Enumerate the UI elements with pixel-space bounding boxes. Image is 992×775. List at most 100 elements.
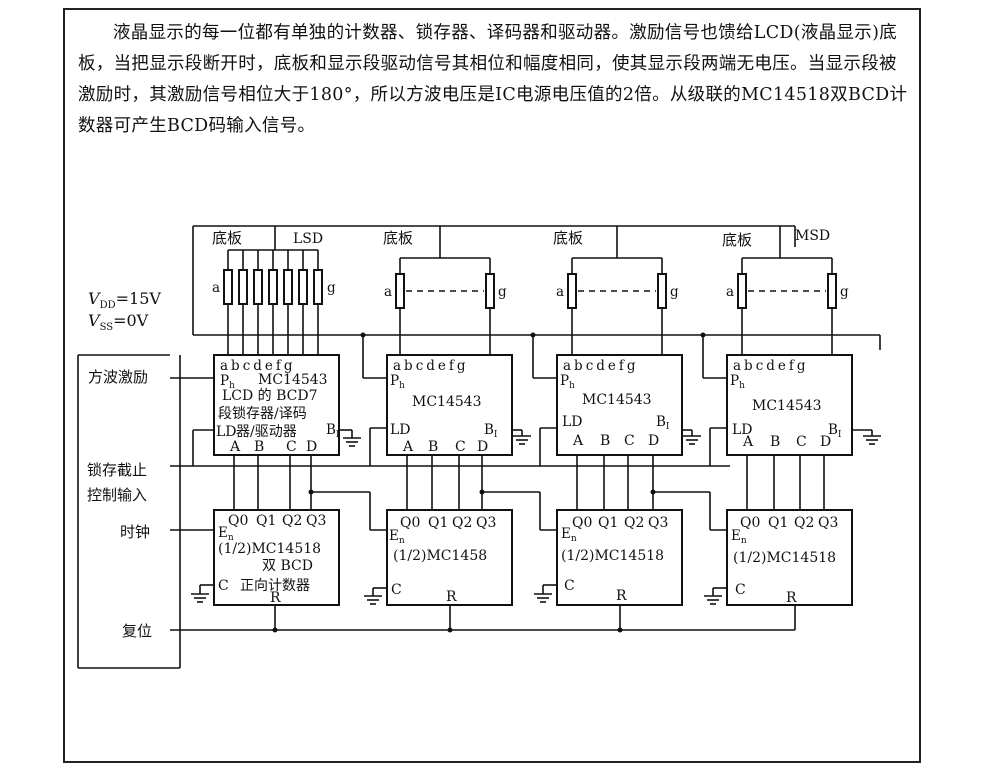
svg-text:R: R (446, 589, 457, 605)
square-wave-input-label: 方波激励 (88, 368, 148, 386)
svg-text:Q1: Q1 (428, 515, 448, 531)
svg-text:BI: BI (484, 422, 498, 440)
digit2-seg-a-label: a (384, 284, 392, 300)
lsd-seg-a-label: a (212, 280, 220, 296)
latch-inhibit-label: 锁存截止 (87, 461, 147, 479)
svg-text:Q2: Q2 (452, 515, 472, 531)
svg-text:A: A (572, 433, 584, 449)
svg-text:Q3: Q3 (818, 515, 838, 531)
svg-text:R: R (270, 590, 281, 606)
svg-text:(1/2)MC14518: (1/2)MC14518 (218, 541, 321, 557)
decoder-chip-3: abcdefg Ph MC14543 LD BI A B C D (556, 354, 683, 456)
svg-text:Ph: Ph (220, 373, 235, 391)
counter-chip-4: Q0 Q1 Q2 Q3 En (1/2)MC14518 C R (726, 509, 853, 606)
svg-text:Q3: Q3 (476, 515, 496, 531)
svg-text:LD: LD (732, 422, 753, 438)
svg-text:C: C (564, 578, 575, 594)
decoder-chip-1: abcdefg Ph MC14543 LCD 的 BCD7 段锁存器/译码 LD… (213, 354, 340, 456)
svg-text:MC14543: MC14543 (752, 398, 822, 414)
svg-text:正向计数器: 正向计数器 (240, 578, 310, 594)
bi-grounds (339, 429, 881, 447)
svg-text:C: C (286, 439, 297, 455)
counter-chip-2: Q0 Q1 Q2 Q3 En (1/2)MC1458 C R (386, 509, 513, 606)
svg-text:abcdefg: abcdefg (563, 358, 639, 374)
lsd-segment-resistors (223, 250, 323, 360)
counter-c-grounds (191, 584, 727, 605)
svg-text:B: B (428, 439, 438, 455)
svg-text:R: R (786, 590, 797, 606)
digit3-segment-resistors (567, 226, 667, 360)
lsd-label: LSD (293, 231, 323, 247)
backplane-label-3: 底板 (553, 229, 583, 247)
svg-text:C: C (391, 582, 402, 598)
svg-text:Ph: Ph (390, 373, 405, 391)
svg-text:abcdefg: abcdefg (220, 358, 296, 374)
svg-text:C: C (218, 578, 229, 594)
svg-text:A: A (229, 439, 241, 455)
svg-text:(1/2)MC14518: (1/2)MC14518 (733, 550, 836, 566)
svg-text:Ph: Ph (560, 373, 575, 391)
digit3-seg-g-label: g (670, 284, 679, 300)
svg-text:MC14543: MC14543 (258, 372, 328, 388)
reset-label: 复位 (122, 622, 152, 640)
svg-text:abcdefg: abcdefg (733, 358, 809, 374)
svg-text:BI: BI (326, 422, 340, 440)
svg-text:D: D (477, 439, 488, 455)
svg-text:A: A (742, 434, 754, 450)
svg-text:(1/2)MC14518: (1/2)MC14518 (561, 548, 664, 564)
svg-text:Q1: Q1 (768, 515, 788, 531)
svg-text:En: En (561, 526, 577, 544)
svg-text:Q0: Q0 (572, 515, 592, 531)
svg-text:MC14543: MC14543 (412, 394, 482, 410)
svg-text:Q3: Q3 (648, 515, 668, 531)
svg-text:Q0: Q0 (400, 515, 420, 531)
svg-text:B: B (254, 439, 264, 455)
svg-text:Q0: Q0 (740, 515, 760, 531)
svg-text:Q0: Q0 (228, 513, 248, 529)
backplane-label-2: 底板 (383, 229, 413, 247)
svg-text:LD: LD (562, 414, 583, 430)
svg-text:双 BCD: 双 BCD (262, 558, 313, 574)
svg-text:Ph: Ph (730, 373, 745, 391)
backplane-label-1: 底板 (212, 229, 242, 247)
svg-text:BI: BI (656, 414, 670, 432)
svg-text:Q2: Q2 (282, 513, 302, 529)
counter-chip-1: Q0 Q1 Q2 Q3 En (1/2)MC14518 双 BCD C 正向计数… (213, 509, 340, 606)
svg-text:A: A (402, 439, 414, 455)
svg-text:(1/2)MC1458: (1/2)MC1458 (393, 548, 487, 564)
vdd-label: VDD=15V (88, 289, 161, 311)
counter-chip-3: Q0 Q1 Q2 Q3 En (1/2)MC14518 C R (556, 509, 683, 606)
digit3-seg-a-label: a (556, 284, 564, 300)
svg-text:C: C (455, 439, 466, 455)
figure-frame (63, 8, 921, 763)
decoder-chip-4: abcdefg Ph MC14543 LD BI A B C D (726, 354, 853, 456)
bcd-wires (233, 455, 825, 510)
msd-seg-a-label: a (726, 284, 734, 300)
lsd-seg-g-label: g (327, 280, 336, 296)
digit2-segment-resistors (395, 226, 495, 360)
backplane-label-4: 底板 (722, 231, 752, 249)
svg-text:B: B (600, 433, 610, 449)
svg-text:段锁存器/译码: 段锁存器/译码 (218, 406, 307, 422)
svg-text:D: D (306, 439, 317, 455)
msd-segment-resistors (737, 226, 837, 360)
svg-text:C: C (735, 582, 746, 598)
decoder-chip-2: abcdefg Ph MC14543 LD BI A B C D (386, 354, 513, 456)
svg-text:LCD 的 BCD7: LCD 的 BCD7 (222, 388, 318, 404)
svg-text:LD: LD (390, 422, 411, 438)
svg-text:Q2: Q2 (624, 515, 644, 531)
svg-text:abcdefg: abcdefg (393, 358, 469, 374)
svg-text:MC14543: MC14543 (582, 392, 652, 408)
svg-text:Q1: Q1 (598, 515, 618, 531)
svg-text:Q3: Q3 (306, 513, 326, 529)
svg-text:Q2: Q2 (794, 515, 814, 531)
svg-text:R: R (616, 588, 627, 604)
svg-text:Q1: Q1 (256, 513, 276, 529)
msd-label: MSD (795, 228, 830, 244)
svg-text:B: B (770, 434, 780, 450)
svg-text:C: C (796, 434, 807, 450)
svg-text:C: C (624, 433, 635, 449)
svg-text:D: D (648, 433, 659, 449)
svg-text:En: En (218, 525, 234, 543)
